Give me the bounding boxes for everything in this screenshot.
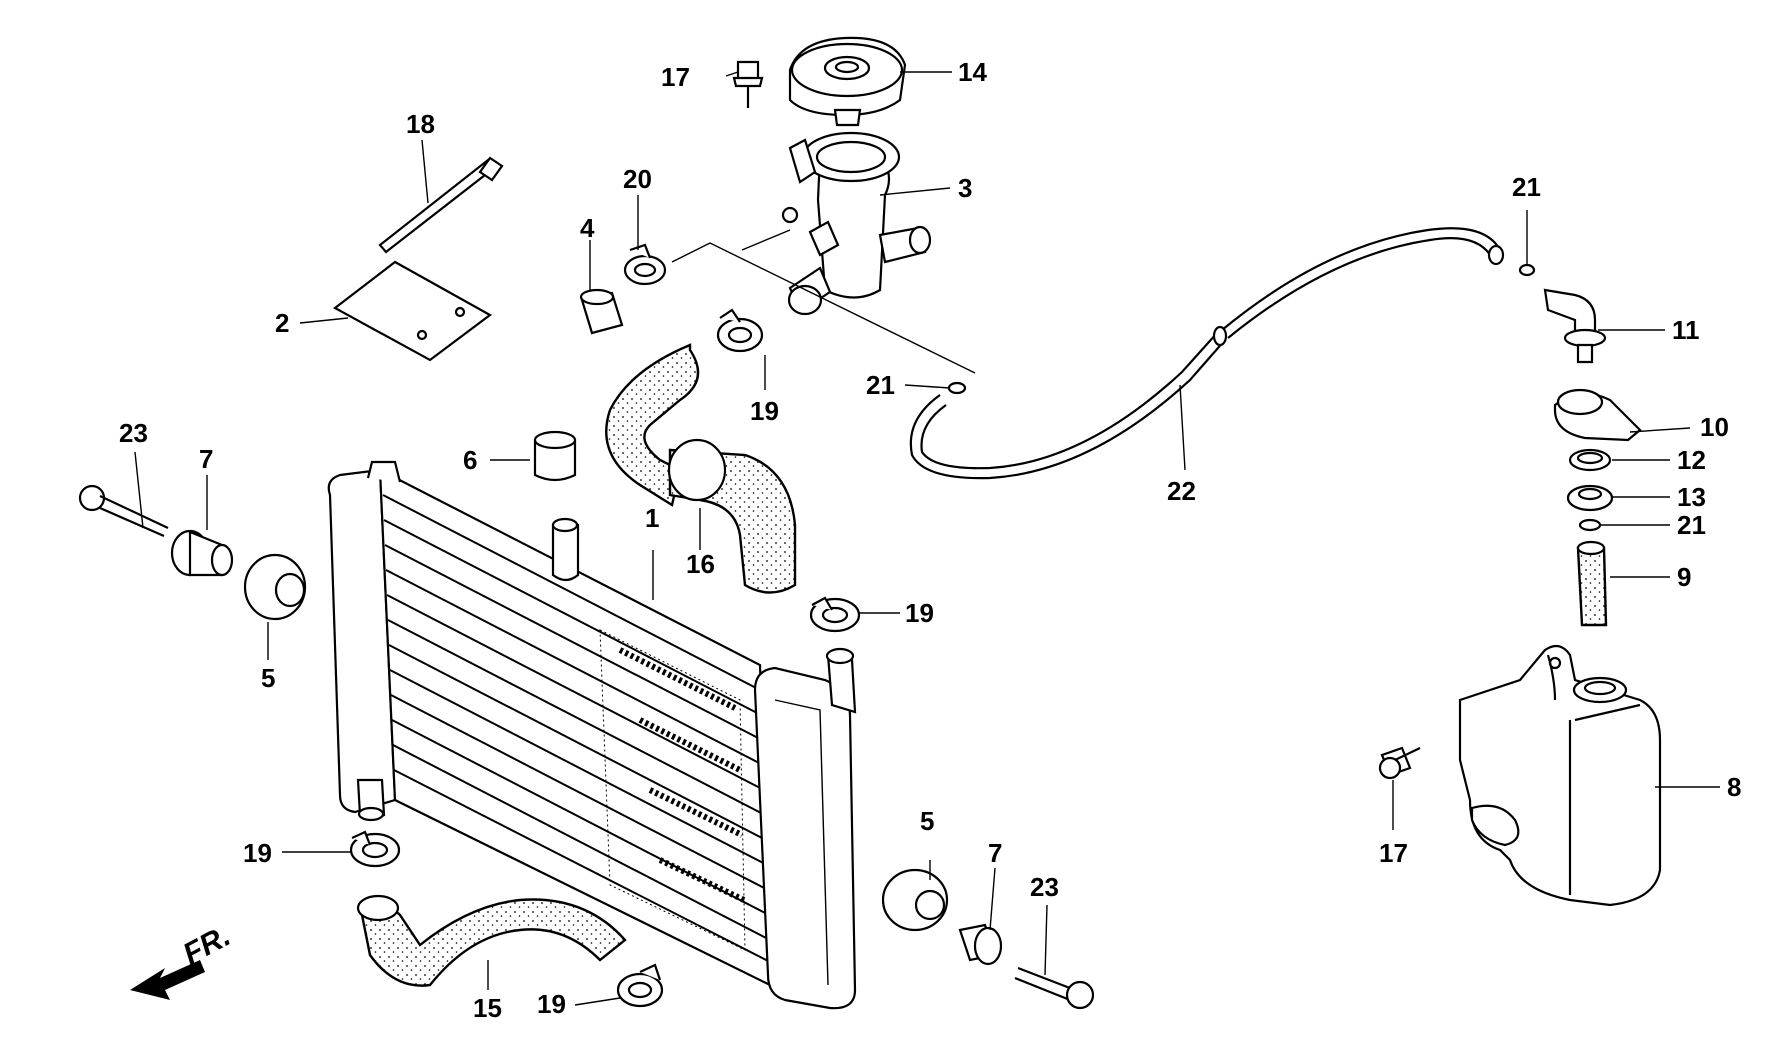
screw-tank — [1378, 746, 1421, 780]
callout-4: 4 — [580, 213, 595, 243]
callout-11: 11 — [1672, 315, 1700, 345]
clamp-20 — [623, 243, 667, 286]
callout-19a: 19 — [750, 396, 779, 426]
radiator-fins — [382, 494, 771, 963]
bolt-left — [78, 484, 169, 538]
callout-8: 8 — [1727, 772, 1741, 802]
callout-19c: 19 — [243, 838, 272, 868]
callout-21a: 21 — [866, 370, 895, 400]
cable-tie — [378, 156, 504, 254]
callout-18: 18 — [406, 109, 435, 139]
collar-right — [958, 923, 1003, 966]
clamp-19-upper — [716, 308, 764, 353]
breather-tube — [1576, 540, 1608, 627]
clip-21-elbow — [1518, 263, 1536, 277]
front-label: FR. — [178, 919, 236, 971]
screw-top — [732, 60, 764, 108]
clamp-19-bottom — [616, 963, 664, 1008]
callout-23b: 23 — [1030, 872, 1059, 902]
filter — [579, 288, 624, 335]
callout-21b: 21 — [1512, 172, 1541, 202]
reserve-tank — [1458, 644, 1662, 907]
front-arrow: FR. — [130, 919, 236, 1000]
grommet-13 — [1566, 484, 1614, 512]
callout-2: 2 — [275, 308, 289, 338]
clip-21-lower — [1578, 518, 1602, 532]
overflow-tube — [909, 227, 1505, 480]
leader-bracket — [671, 242, 976, 374]
callout-16: 16 — [686, 549, 715, 579]
plate-hole — [454, 306, 466, 318]
callout-19d: 19 — [537, 989, 566, 1019]
clamp-19-mid — [809, 596, 861, 633]
elbow-fitting — [1543, 288, 1607, 364]
callout-17a: 17 — [661, 62, 690, 92]
radiator-cap — [788, 36, 907, 127]
filler-neck — [781, 131, 932, 316]
cap-seal — [1568, 448, 1612, 472]
callout-20: 20 — [623, 164, 652, 194]
leader-lines — [134, 71, 1720, 1006]
callout-15: 15 — [473, 993, 502, 1023]
callout-1: 1 — [645, 503, 659, 533]
callout-5b: 5 — [920, 806, 934, 836]
callout-23a: 23 — [119, 418, 148, 448]
callout-14: 14 — [958, 57, 987, 87]
grommet-left — [243, 553, 307, 621]
callout-7a: 7 — [199, 444, 213, 474]
callout-labels: 1 2 3 4 5 5 6 7 7 8 9 10 11 12 13 14 15 … — [119, 57, 1741, 1023]
callout-13: 13 — [1677, 482, 1706, 512]
callout-9: 9 — [1677, 562, 1691, 592]
plate-hole — [416, 329, 428, 341]
tank-cap — [1553, 388, 1642, 442]
grommet-right — [881, 868, 949, 932]
callout-22: 22 — [1167, 476, 1196, 506]
lower-hose — [356, 894, 627, 987]
callout-21c: 21 — [1677, 510, 1706, 540]
callout-12: 12 — [1677, 445, 1706, 475]
collar-left — [170, 529, 234, 577]
upper-hose — [605, 343, 797, 594]
callout-17b: 17 — [1379, 838, 1408, 868]
callout-7b: 7 — [988, 838, 1002, 868]
radiator — [327, 460, 857, 1010]
bolt-right — [1014, 966, 1095, 1010]
leader-bracket — [741, 229, 791, 251]
clamp-19-left — [349, 830, 401, 868]
callout-19b: 19 — [905, 598, 934, 628]
callout-6: 6 — [463, 445, 477, 475]
callout-3: 3 — [958, 173, 972, 203]
shroud-plate — [332, 260, 493, 362]
callout-10: 10 — [1700, 412, 1729, 442]
clip-21-tube — [947, 381, 967, 395]
callout-5a: 5 — [261, 663, 275, 693]
grommet-6 — [533, 430, 577, 482]
